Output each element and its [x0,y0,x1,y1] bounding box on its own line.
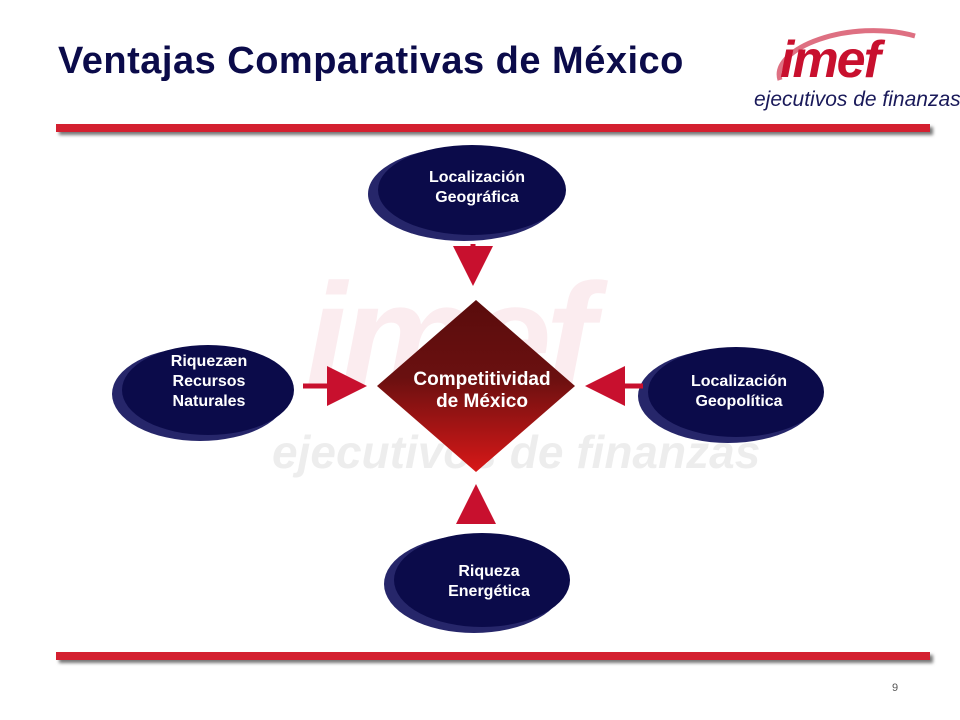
center-label-line1: Competitividad [413,369,551,390]
node-top-shape [368,145,566,241]
center-diamond [377,300,575,472]
node-bottom-shape [384,533,570,633]
node-left-label: Riquezæn Recursos Naturales [170,353,248,410]
node-right-shape [638,347,824,443]
center-label: Competitividad de México [384,369,580,413]
imef-logo: imef ejecutivos de finanzas [740,18,960,118]
node-right-label: Localización Geopolítica [690,373,788,410]
logo-wordmark: imef [780,31,881,89]
node-bottom-label: Riqueza Energética [448,563,530,600]
logo-subtitle: ejecutivos de finanzas [754,88,960,111]
node-left-shape [112,345,294,441]
page-number: 9 [892,682,899,694]
top-divider [56,124,930,132]
page-title: Ventajas Comparativas de México [58,40,684,82]
center-label-line2: de México [436,391,528,412]
node-top-label: Localización Geográfica [428,169,526,206]
bottom-divider [56,652,930,660]
logo-swoosh [776,28,916,81]
